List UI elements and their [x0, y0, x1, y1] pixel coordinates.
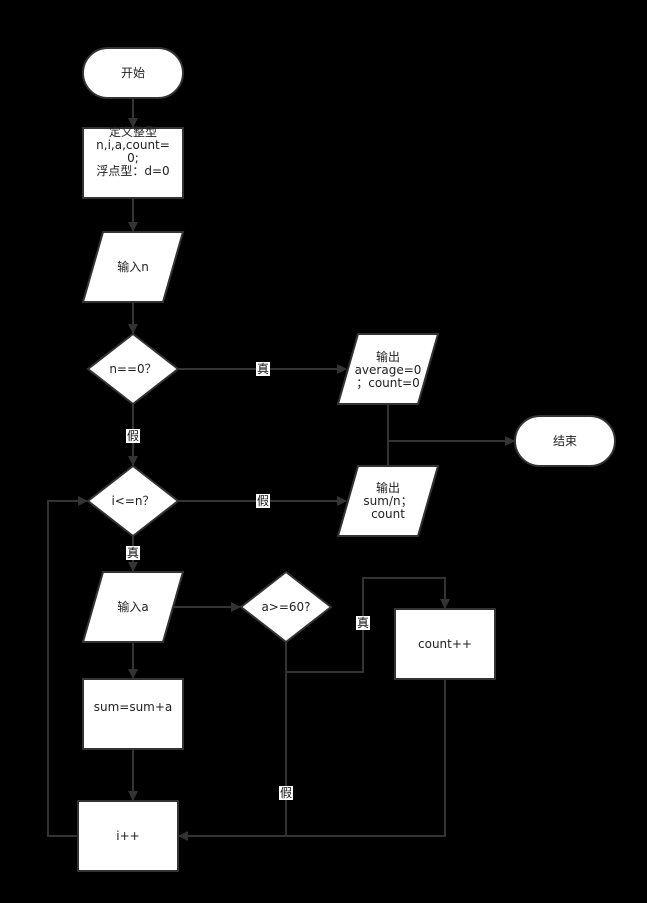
start-label: 开始: [120, 65, 145, 80]
input-n-parallelogram: [81, 231, 185, 303]
init-label: 定义整型 n,i,a,count= 0; 浮点型：d=0: [96, 125, 170, 178]
cond-pass-label: a>=60?: [261, 599, 311, 614]
end-label: 结束: [552, 433, 577, 448]
edge-label-loop-false: 假: [256, 494, 271, 508]
input-n-label: 输入n: [117, 259, 149, 274]
output-result-label: 输出 sum/n； count: [363, 480, 413, 521]
i-inc-label: i++: [116, 828, 140, 843]
edge-label-n0-true: 真: [256, 362, 271, 376]
input-a-label: 输入a: [117, 599, 149, 614]
output-zero-parallelogram: [336, 333, 440, 405]
count-inc-label: count++: [418, 636, 472, 651]
sum-add-box: [82, 678, 184, 750]
init-box: [82, 127, 184, 199]
cond-loop-label: i<=n？: [111, 493, 155, 508]
edge-loop-back: [47, 496, 88, 837]
output-result-parallelogram: [336, 465, 440, 537]
sum-add-label: sum=sum+a: [93, 699, 173, 714]
edge-label-pass-true: 真: [356, 616, 371, 630]
edge-label-n0-false: 假: [126, 429, 141, 443]
output-zero-label: 输出 average=0 ；count=0: [354, 349, 422, 390]
cond-n0-label: n==0？: [109, 361, 157, 376]
edge-label-loop-true: 真: [126, 546, 141, 560]
end-terminal: [514, 415, 616, 467]
edge-label-pass-false: 假: [279, 786, 294, 800]
edge-count-inc-return: [178, 679, 446, 841]
count-inc-box: [394, 608, 496, 680]
input-a-parallelogram: [81, 571, 185, 643]
